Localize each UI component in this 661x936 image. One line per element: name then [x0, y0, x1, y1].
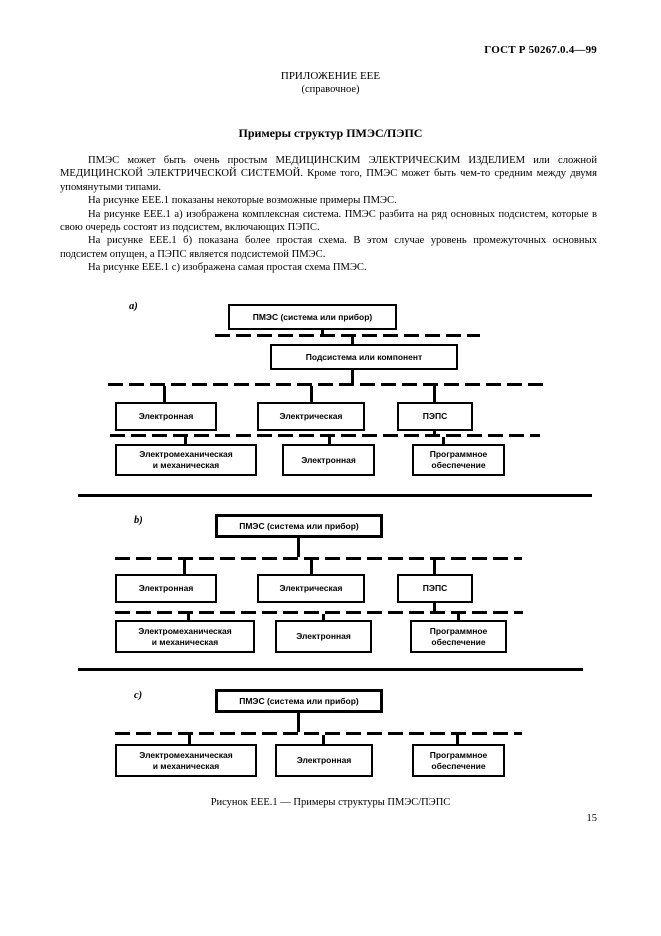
diagram-a-node-software: Программное обеспечение	[412, 444, 505, 476]
connector-line	[433, 603, 436, 611]
diagram-c-node-software: Программное обеспечение	[412, 744, 505, 777]
paragraph: На рисунке ЕЕЕ.1 с) изображена самая про…	[88, 262, 367, 274]
section-separator	[78, 494, 592, 497]
diagram-c-label: с)	[134, 690, 143, 701]
connector-line	[351, 370, 354, 383]
diagram-b-node-electronic: Электронная	[115, 574, 217, 603]
diagram-a-node-electronic: Электронная	[115, 402, 217, 431]
section-heading: Примеры структур ПМЭС/ПЭПС	[238, 126, 423, 140]
section-separator	[78, 668, 583, 671]
diagram-a-node-subsystem: Подсистема или компонент	[270, 344, 458, 370]
diagram-a-node-electronic-sub: Электронная	[282, 444, 375, 476]
connector-line	[456, 735, 459, 744]
dashed-bus-line	[115, 732, 522, 735]
standard-reference: ГОСТ Р 50267.0.4—99	[484, 44, 597, 56]
connector-line	[328, 437, 331, 444]
connector-line	[442, 437, 445, 444]
connector-line	[187, 614, 190, 620]
connector-line	[184, 437, 187, 444]
paragraph: На рисунке ЕЕЕ.1 б) показана более прост…	[60, 235, 597, 260]
connector-line	[321, 330, 324, 335]
diagram-c-node-electronic: Электронная	[275, 744, 373, 777]
connector-line	[188, 735, 191, 744]
connector-line	[322, 614, 325, 620]
diagram-b-node-electrical: Электрическая	[257, 574, 365, 603]
diagram-b-label: b)	[134, 515, 143, 526]
diagram-b-node-electronic-sub: Электронная	[275, 620, 372, 653]
diagram-a-node-peps: ПЭПС	[397, 402, 473, 431]
paragraph: На рисунке ЕЕЕ.1 а) изображена комплексн…	[60, 208, 597, 234]
diagram-b-node-peps: ПЭПС	[397, 574, 473, 603]
diagram-a-label: а)	[129, 301, 138, 312]
figure-caption: Рисунок ЕЕЕ.1 — Примеры структуры ПМЭС/П…	[210, 797, 451, 808]
connector-line	[183, 560, 186, 574]
diagram-a-node-electrical: Электрическая	[257, 402, 365, 431]
dashed-bus-line	[115, 557, 522, 560]
dashed-bus-line	[108, 383, 545, 386]
page-number: 15	[586, 813, 598, 824]
dashed-bus-line	[110, 434, 540, 437]
dashed-bus-line	[215, 334, 480, 337]
connector-line	[351, 337, 354, 344]
appendix-note: (справочное)	[301, 84, 360, 95]
connector-line	[297, 538, 300, 557]
connector-line	[433, 386, 436, 402]
paragraph: ПМЭС может быть очень простым МЕДИЦИНСКИ…	[60, 155, 597, 193]
connector-line	[310, 386, 313, 402]
body-text: ПМЭС может быть очень простым МЕДИЦИНСКИ…	[60, 154, 597, 275]
appendix-title: ПРИЛОЖЕНИЕ ЕЕЕ	[280, 70, 381, 82]
diagram-b-node-software: Программное обеспечение	[410, 620, 507, 653]
connector-line	[163, 386, 166, 402]
diagram-c-node-electromechanical: Электромеханическая и механическая	[115, 744, 257, 777]
connector-line	[433, 560, 436, 574]
connector-line	[322, 735, 325, 744]
dashed-bus-line	[115, 611, 523, 614]
connector-line	[310, 560, 313, 574]
diagram-c-node-pmes-root: ПМЭС (система или прибор)	[215, 689, 383, 713]
connector-line	[457, 614, 460, 620]
diagram-b-node-electromechanical: Электромеханическая и механическая	[115, 620, 255, 653]
diagram-a-node-electromechanical: Электромеханическая и механическая	[115, 444, 257, 476]
connector-line	[297, 713, 300, 732]
diagram-a-node-pmes-root: ПМЭС (система или прибор)	[228, 304, 397, 330]
paragraph: На рисунке ЕЕЕ.1 показаны некоторые возм…	[88, 195, 397, 207]
diagram-b-node-pmes-root: ПМЭС (система или прибор)	[215, 514, 383, 538]
connector-line	[433, 431, 436, 434]
